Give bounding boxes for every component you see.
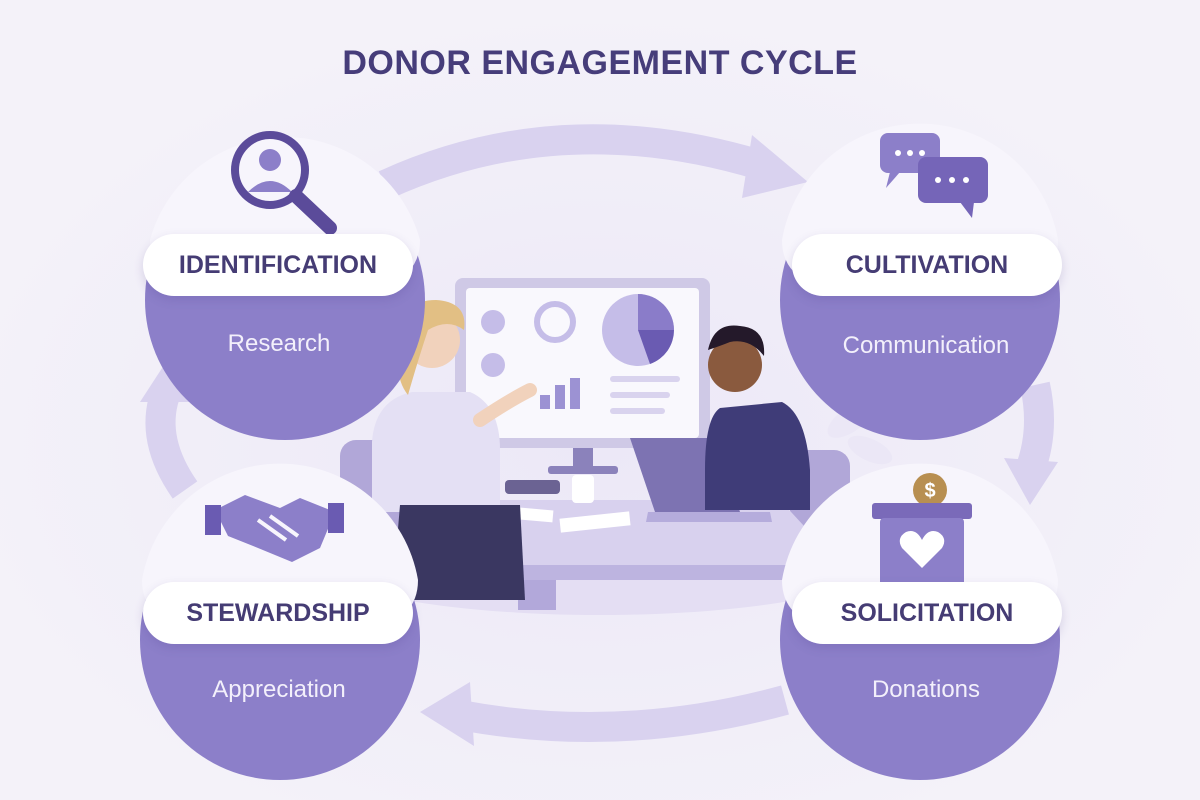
page-title: DONOR ENGAGEMENT CYCLE	[342, 44, 858, 82]
stage-stewardship-label: STEWARDSHIP	[143, 582, 413, 644]
stage-solicitation-label: SOLICITATION	[792, 582, 1062, 644]
arrow-heads	[140, 135, 1058, 746]
handshake-icon	[205, 495, 344, 562]
svg-text:$: $	[924, 480, 935, 502]
stage-solicitation-sublabel: Donations	[871, 676, 981, 703]
cycle-arrows	[145, 124, 1054, 742]
stage-identification-label: IDENTIFICATION	[143, 234, 413, 296]
stage-identification-sublabel: Research	[227, 330, 331, 357]
donation-box-icon: $	[872, 473, 972, 586]
stage-stewardship-sublabel: Appreciation	[212, 676, 346, 703]
chat-bubbles-icon	[880, 133, 988, 218]
magnifier-person-icon	[231, 131, 337, 235]
stage-cultivation-sublabel: Communication	[842, 332, 1010, 359]
stage-cultivation-label: CULTIVATION	[792, 234, 1062, 296]
meeting-illustration	[315, 278, 893, 615]
